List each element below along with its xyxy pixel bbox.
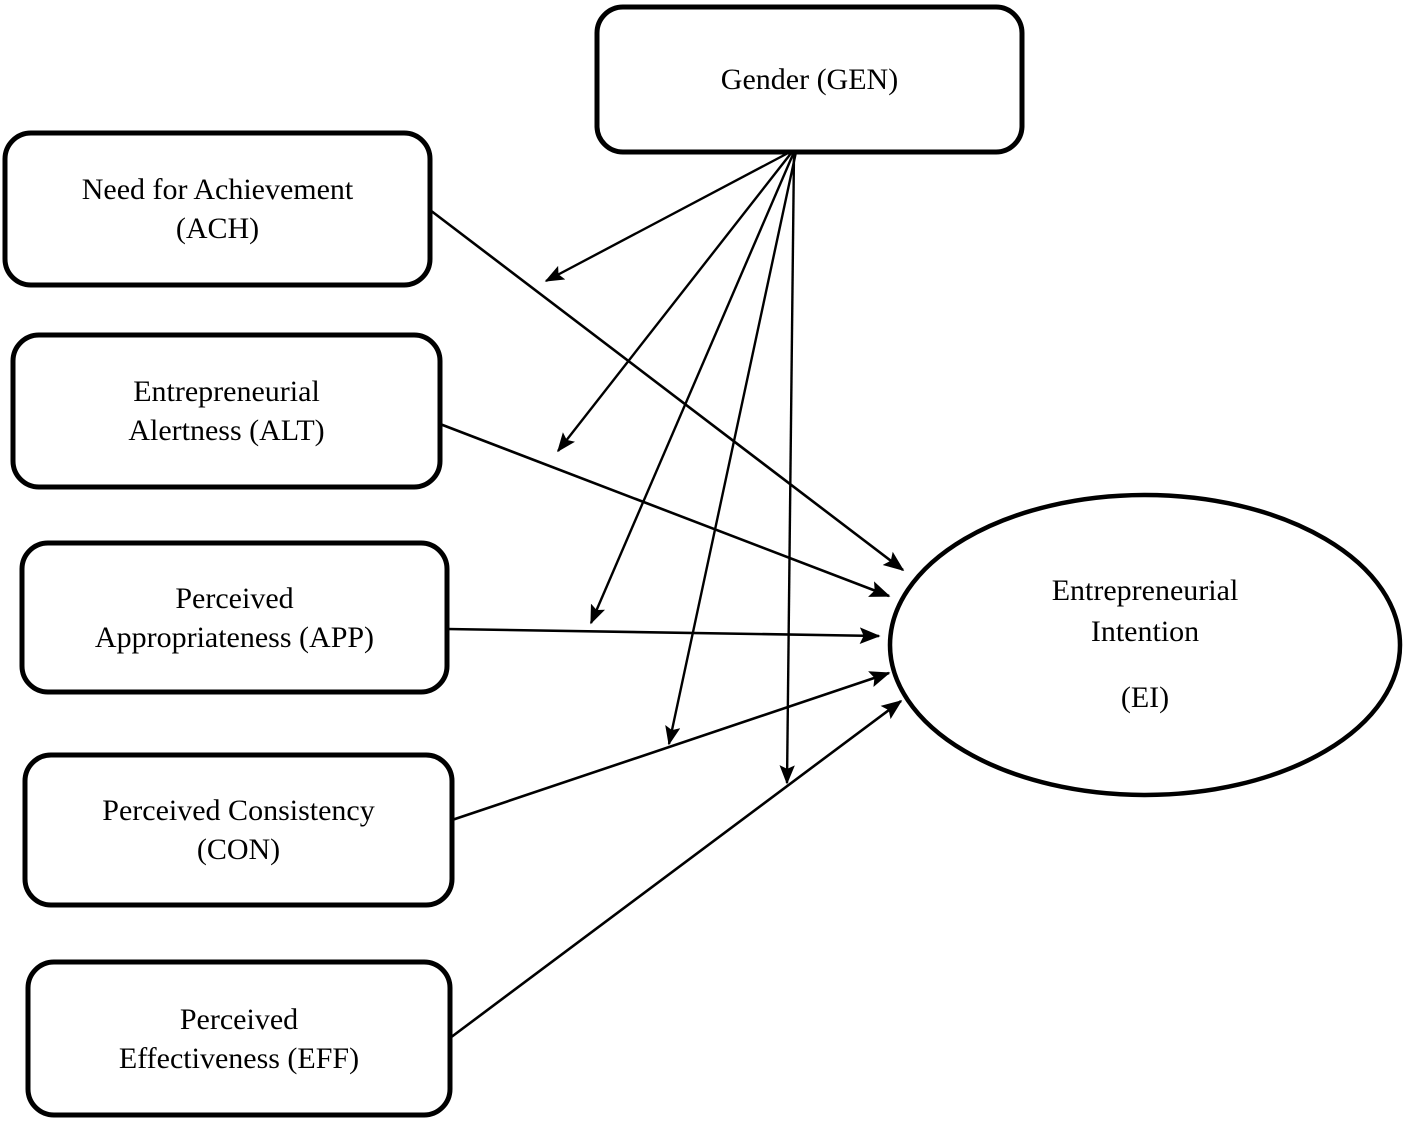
- node-shape-ei[interactable]: [887, 492, 1403, 798]
- path-gen-moderates-con-ei[interactable]: [665, 151, 798, 746]
- node-shape-eff[interactable]: [25, 959, 453, 1118]
- node-shape-app[interactable]: [19, 540, 450, 695]
- node-shape-gen[interactable]: [594, 4, 1025, 155]
- path-ach-to-ei[interactable]: [429, 208, 905, 572]
- path-gen-moderates-ach-ei[interactable]: [544, 150, 791, 283]
- node-shape-con[interactable]: [22, 752, 455, 908]
- node-shape-alt[interactable]: [10, 332, 443, 490]
- path-eff-to-ei[interactable]: [449, 699, 903, 1040]
- path-con-to-ei[interactable]: [451, 671, 891, 822]
- node-shapes: [2, 4, 1403, 1118]
- path-alt-to-ei[interactable]: [439, 422, 891, 598]
- direct-paths: [429, 208, 905, 1040]
- path-app-to-ei[interactable]: [446, 627, 881, 645]
- node-shape-ach[interactable]: [2, 130, 433, 288]
- path-gen-moderates-alt-ei[interactable]: [557, 151, 793, 453]
- path-gen-moderates-eff-ei[interactable]: [779, 151, 796, 785]
- moderation-paths: [544, 150, 798, 785]
- path-gen-moderates-app-ei[interactable]: [589, 151, 796, 625]
